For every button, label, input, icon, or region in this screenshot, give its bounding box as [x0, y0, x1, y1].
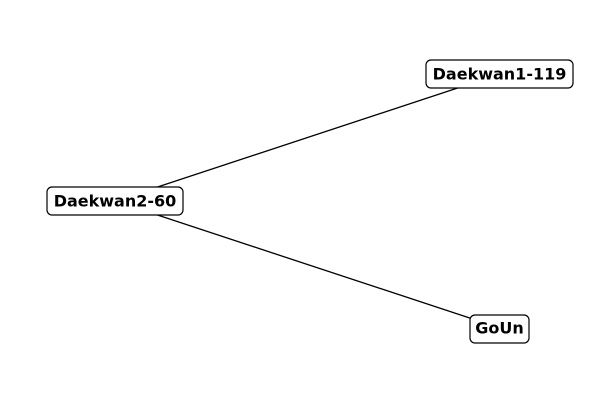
- edges-layer: [114, 73, 501, 329]
- node-goun[interactable]: GoUn: [469, 314, 530, 344]
- node-daekwan2-60[interactable]: Daekwan2-60: [46, 186, 184, 216]
- node-box-goun: [469, 314, 530, 344]
- node-box-daekwan1-119: [425, 59, 574, 89]
- node-box-daekwan2-60: [46, 186, 184, 216]
- node-label-daekwan2-60: Daekwan2-60: [54, 192, 177, 211]
- node-label-goun: GoUn: [475, 319, 524, 338]
- nodes-layer: Daekwan2-60 Daekwan1-119 GoUn: [46, 59, 574, 344]
- node-label-daekwan1-119: Daekwan1-119: [433, 65, 567, 84]
- edge-daekwan2-60-to-daekwan1-119: [114, 73, 501, 202]
- node-daekwan1-119[interactable]: Daekwan1-119: [425, 59, 574, 89]
- edge-daekwan2-60-to-goun: [114, 200, 501, 329]
